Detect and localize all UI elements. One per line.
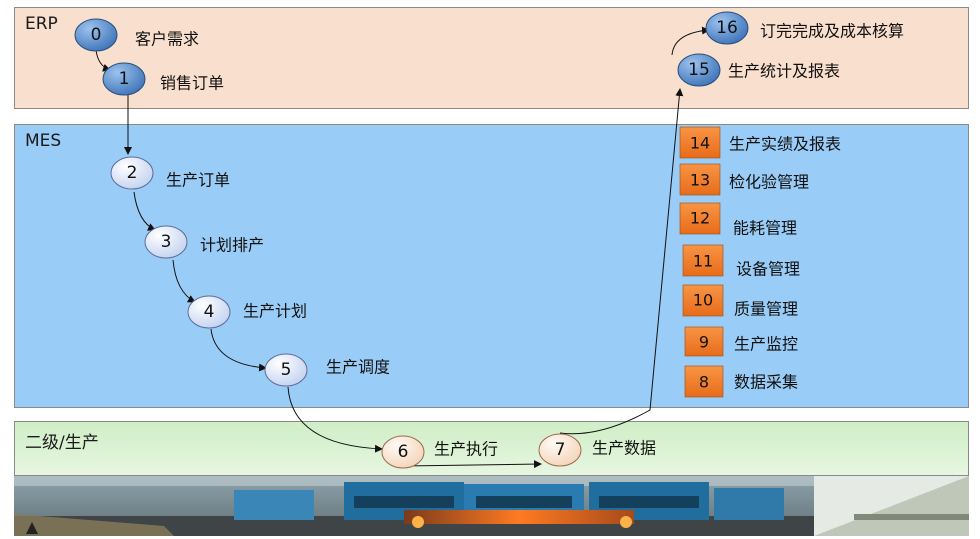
step-number: 15 (688, 60, 710, 80)
step-node-15: 15 生产统计及报表 (677, 53, 840, 87)
module-square-box (682, 244, 724, 277)
step-circle (538, 433, 582, 467)
module-square-box (684, 365, 724, 398)
step-label: 生产计划 (243, 302, 307, 321)
step-label: 生产统计及报表 (728, 62, 840, 81)
edge-5-6 (287, 386, 383, 453)
module-number: 13 (690, 171, 710, 190)
step-number: 5 (281, 360, 292, 380)
module-number: 12 (690, 209, 710, 228)
module-number: 10 (693, 291, 713, 310)
rolling-mill-illustration (14, 476, 969, 536)
step-number: 16 (716, 18, 738, 38)
step-circle (187, 295, 231, 329)
module-label: 能耗管理 (733, 219, 797, 238)
step-circle (74, 18, 118, 52)
module-square-14: 14 生产实绩及报表 (679, 126, 841, 159)
step-label: 生产调度 (326, 358, 390, 377)
step-circle (677, 53, 721, 87)
level2-layer-band: 二级/生产 (14, 421, 969, 476)
step-node-7: 7 生产数据 (538, 433, 656, 467)
step-label: 销售订单 (160, 74, 224, 93)
mes-layer-label: MES (25, 131, 62, 151)
step-node-0: 0 客户需求 (74, 18, 199, 52)
module-number: 11 (693, 252, 713, 271)
step-circle (264, 353, 308, 387)
module-label: 数据采集 (734, 373, 798, 392)
module-number: 8 (699, 373, 709, 392)
edge-15-16 (671, 26, 710, 56)
module-label: 检化验管理 (729, 173, 809, 192)
edge-6-7 (403, 460, 542, 469)
step-circle (110, 156, 154, 190)
edge-7-15 (559, 88, 684, 435)
module-label: 设备管理 (736, 260, 800, 279)
edge-4-5 (210, 328, 267, 372)
step-label: 客户需求 (135, 30, 199, 49)
module-square-8: 8 数据采集 (684, 365, 798, 398)
step-node-6: 6 生产执行 (381, 435, 498, 469)
module-label: 生产监控 (734, 335, 798, 354)
level2-layer-label: 二级/生产 (25, 433, 99, 453)
step-label: 计划排产 (200, 236, 264, 255)
edge-3-4 (172, 259, 196, 303)
step-label: 生产执行 (434, 440, 498, 459)
step-number: 1 (119, 69, 130, 89)
module-square-box (684, 326, 724, 357)
step-number: 0 (91, 25, 102, 45)
erp-layer-band: ERP (14, 7, 969, 109)
step-label: 订完完成及成本核算 (760, 22, 904, 41)
step-number: 2 (127, 163, 138, 183)
flow-connectors (95, 26, 710, 469)
step-circle (144, 225, 188, 259)
module-square-13: 13 检化验管理 (679, 163, 809, 196)
step-circle (102, 62, 146, 96)
step-number: 4 (204, 302, 215, 322)
step-circle (705, 11, 749, 45)
step-label: 生产数据 (592, 439, 656, 458)
step-node-16: 16 订完完成及成本核算 (705, 11, 904, 45)
step-number: 6 (398, 442, 409, 462)
step-node-1: 1 销售订单 (102, 62, 224, 96)
module-square-box (679, 126, 721, 159)
step-node-2: 2 生产订单 (110, 156, 230, 190)
module-square-11: 11 设备管理 (682, 244, 800, 279)
step-number: 7 (555, 440, 566, 460)
step-node-5: 5 生产调度 (264, 353, 390, 387)
module-number: 14 (690, 134, 710, 153)
edge-2-3 (133, 191, 156, 231)
module-square-box (682, 284, 724, 317)
step-label: 生产订单 (166, 171, 230, 190)
step-node-4: 4 生产计划 (187, 295, 307, 329)
rolling-mill-photo (14, 476, 969, 536)
step-number: 3 (161, 232, 172, 252)
module-label: 质量管理 (734, 300, 798, 319)
mes-layer-band: MES (14, 124, 969, 408)
module-square-box (679, 202, 721, 235)
module-square-10: 10 质量管理 (682, 284, 798, 319)
module-square-9: 9 生产监控 (684, 326, 798, 357)
module-number: 9 (699, 333, 709, 352)
edge-0-1 (95, 49, 111, 72)
module-square-box (679, 163, 721, 196)
erp-layer-label: ERP (25, 14, 58, 34)
step-node-3: 3 计划排产 (144, 225, 264, 259)
step-circle (381, 435, 425, 469)
module-label: 生产实绩及报表 (729, 135, 841, 154)
module-square-12: 12 能耗管理 (679, 202, 797, 238)
